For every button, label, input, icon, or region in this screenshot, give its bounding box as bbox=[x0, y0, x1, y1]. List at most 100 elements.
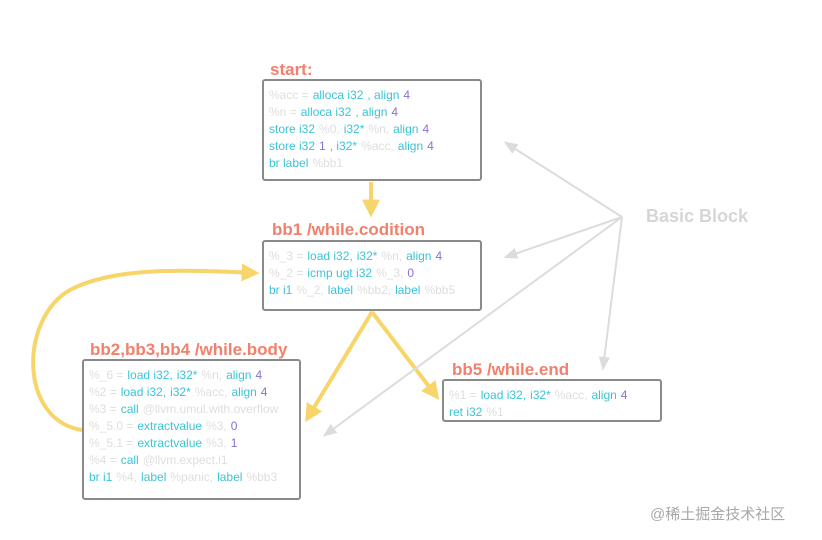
code-token: %bb5 bbox=[424, 283, 456, 297]
pointer-to-start bbox=[503, 141, 623, 218]
code-token: store i32 bbox=[269, 139, 316, 153]
code-token: %bb2, bbox=[357, 283, 392, 297]
callout-basic-block: Basic Block bbox=[646, 206, 749, 226]
code-token: 4 bbox=[403, 88, 411, 102]
code-token: %n, bbox=[368, 122, 390, 136]
code-token: i32* bbox=[356, 249, 378, 263]
code-token: %_2, bbox=[296, 283, 324, 297]
code-token: %_3, bbox=[376, 266, 404, 280]
block-label-bb1: bb1 /while.codition bbox=[272, 220, 425, 239]
code-token: 4 bbox=[391, 105, 399, 119]
block-label-body: bb2,bb3,bb4 /while.body bbox=[90, 340, 288, 359]
code-token: label bbox=[395, 283, 421, 297]
code-line: %_5.0 =extractvalue%3,0 bbox=[89, 418, 294, 435]
code-token: extractvalue bbox=[137, 436, 203, 450]
code-token: 4 bbox=[435, 249, 443, 263]
code-token: icmp ugt i32 bbox=[307, 266, 373, 280]
code-token: align bbox=[591, 388, 617, 402]
code-token: i32* bbox=[343, 122, 365, 136]
code-token: label bbox=[327, 283, 354, 297]
pointer-to-body bbox=[322, 216, 623, 437]
code-token: %bb1 bbox=[312, 156, 344, 170]
code-token: , align bbox=[355, 105, 388, 119]
code-token: %_2 = bbox=[269, 266, 304, 280]
code-token: @llvm.expect.i1 bbox=[142, 453, 228, 467]
code-token: align bbox=[406, 249, 432, 263]
code-token: align bbox=[226, 368, 252, 382]
code-token: 4 bbox=[422, 122, 430, 136]
code-token: extractvalue bbox=[137, 419, 203, 433]
code-token: br label bbox=[269, 156, 309, 170]
code-token: load i32, bbox=[127, 368, 173, 382]
code-token: br i1 bbox=[269, 283, 293, 297]
code-line: %_5.1 =extractvalue%3,1 bbox=[89, 435, 294, 452]
code-token: alloca i32 bbox=[300, 105, 352, 119]
code-token: %3, bbox=[206, 436, 227, 450]
code-token: label bbox=[141, 470, 167, 484]
code-token: %4, bbox=[116, 470, 138, 484]
code-token: %0, bbox=[319, 122, 340, 136]
watermark: @稀土掘金技术社区 bbox=[650, 506, 786, 523]
code-token: load i32, bbox=[307, 249, 353, 263]
code-token: 0 bbox=[407, 266, 415, 280]
pointer-to-bb1 bbox=[503, 216, 623, 259]
code-token: 0 bbox=[230, 419, 238, 433]
code-line: %4 =call@llvm.expect.i1 bbox=[89, 452, 294, 469]
code-token: align bbox=[393, 122, 419, 136]
code-token: %acc = bbox=[269, 88, 309, 102]
code-token: alloca i32 bbox=[312, 88, 364, 102]
code-token: store i32 bbox=[269, 122, 316, 136]
code-token: %1 bbox=[486, 405, 504, 419]
code-token: load i32, bbox=[120, 385, 167, 399]
code-token: i32* bbox=[170, 385, 191, 399]
code-token: %3, bbox=[206, 419, 227, 433]
code-line: %3 =call@llvm.umul.with.overflow bbox=[89, 401, 294, 418]
code-token: br i1 bbox=[89, 470, 113, 484]
code-token: %panic, bbox=[170, 470, 214, 484]
block-label-start: start: bbox=[270, 60, 313, 79]
code-token: %_3 = bbox=[269, 249, 304, 263]
code-line: %_2 =icmp ugt i32%_3,0 bbox=[269, 265, 475, 282]
code-token: %_5.1 = bbox=[89, 436, 134, 450]
code-token: i32* bbox=[530, 388, 551, 402]
code-token: i32* bbox=[176, 368, 198, 382]
code-token: call bbox=[120, 402, 139, 416]
code-token: %2 = bbox=[89, 385, 117, 399]
pointer-to-bb5 bbox=[598, 216, 623, 371]
code-line: br i1%_2,label%bb2,label%bb5 bbox=[269, 282, 475, 299]
arrow-bb1-to-body bbox=[305, 310, 374, 423]
code-token: 1 bbox=[319, 139, 326, 153]
code-token: %_6 = bbox=[89, 368, 124, 382]
code-token: 4 bbox=[260, 385, 268, 399]
code-line: br label%bb1 bbox=[269, 155, 475, 172]
code-token: %bb3 bbox=[246, 470, 278, 484]
arrow-body-loop-to-bb1 bbox=[31, 263, 260, 432]
code-line: br i1%4,label%panic,label%bb3 bbox=[89, 469, 294, 486]
block-label-bb5: bb5 /while.end bbox=[452, 360, 570, 379]
code-token: %_5.0 = bbox=[89, 419, 134, 433]
code-token: %acc, bbox=[361, 139, 394, 153]
code-token: ret i32 bbox=[449, 405, 483, 419]
code-token: %n, bbox=[201, 368, 223, 382]
code-token: %n = bbox=[269, 105, 297, 119]
code-token: , i32* bbox=[329, 139, 358, 153]
code-token: @llvm.umul.with.overflow bbox=[142, 402, 279, 416]
code-token: 4 bbox=[255, 368, 263, 382]
code-token: %4 = bbox=[89, 453, 117, 467]
code-token: align bbox=[397, 139, 424, 153]
